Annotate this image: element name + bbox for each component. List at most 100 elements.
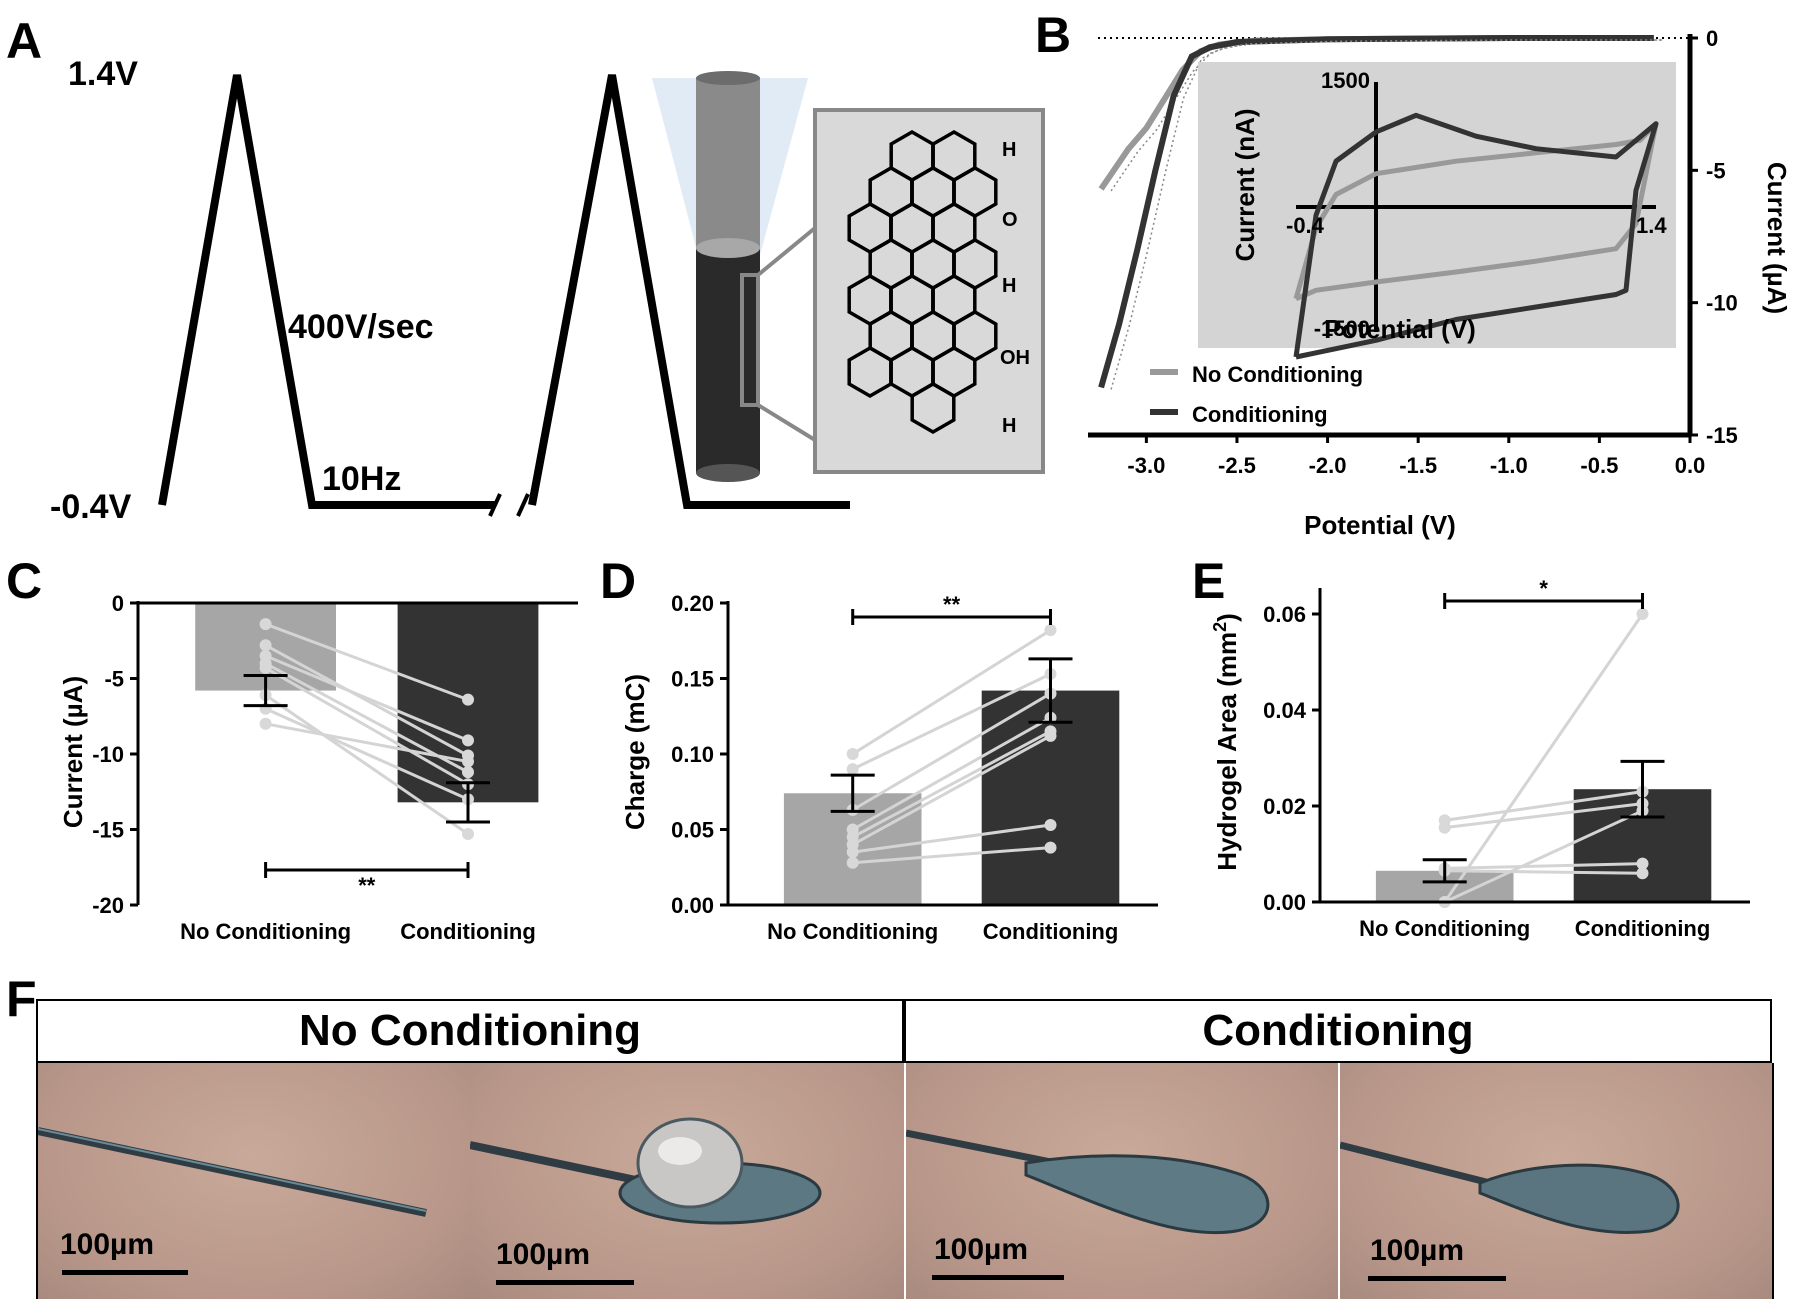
inset-y-tick-label: 1500 [1321,68,1370,93]
data-point [1636,867,1649,880]
micrograph-2 [470,1063,904,1299]
x-tick-label: -2.0 [1309,453,1347,478]
scale-label-4: 100µm [1370,1234,1465,1267]
axis-break [488,493,530,517]
x-category-label: No Conditioning [1359,916,1530,941]
data-point [1044,818,1057,831]
y-axis-label: Current (µA) [1762,162,1792,314]
panel-letter-d: D [600,553,636,609]
paired-line [851,716,1052,831]
x-category-label: Conditioning [983,919,1119,944]
y-tick-label: -10 [92,742,124,767]
chemical-structure: H O H OH H [813,108,1045,474]
y-tick-label: 0.00 [671,893,714,918]
y-tick-label: 0.04 [1263,698,1307,723]
data-point [259,717,272,730]
y-tick-label: 0.02 [1263,794,1306,819]
waveform-pulse-1 [158,74,495,509]
structure-label-h3: H [1002,415,1016,437]
paired-line [851,692,1052,812]
data-point [846,856,859,869]
paired-line [1444,790,1643,822]
data-point [1636,608,1649,620]
legend-label: No Conditioning [1192,362,1363,387]
voltage-high-label: 1.4V [68,55,138,93]
scale-label-1: 100µm [60,1228,155,1261]
data-point [846,846,859,859]
scale-bar-4 [1368,1276,1506,1281]
significance-stars: ** [358,873,376,898]
paired-line [264,666,469,786]
paired-line [1444,802,1643,830]
y-tick-label: 0 [1706,26,1718,51]
scan-rate-label: 400V/sec [288,308,434,346]
structure-label-h1: H [1002,139,1016,161]
data-point [462,766,474,779]
x-category-label: Conditioning [1575,916,1711,941]
panel-letter-b: B [1035,7,1071,63]
y-tick-label: -20 [92,893,124,918]
y-tick-label: 0.05 [671,818,714,843]
paired-line [1443,613,1644,903]
legend-label: Conditioning [1192,402,1328,427]
x-tick-label: -3.0 [1127,453,1165,478]
voltage-low-label: -0.4V [50,488,132,526]
scale-bar-1 [62,1270,188,1275]
structure-label-h2: H [1002,275,1016,297]
structure-label-o: O [1002,209,1018,231]
scale-label-3: 100µm [934,1233,1029,1266]
y-tick-label: -5 [1706,158,1726,183]
x-category-label: No Conditioning [767,919,938,944]
y-tick-label: 0.00 [1263,890,1306,915]
data-point [1636,857,1649,870]
scale-bar-2 [496,1280,634,1285]
x-category-label: No Conditioning [180,919,351,944]
paired-line [265,722,469,764]
y-tick-label: -5 [104,667,124,692]
group-title-conditioning: Conditioning [904,999,1772,1063]
y-axis-label: Charge (mC) [620,674,650,830]
y-tick-label: 0.06 [1263,602,1306,627]
inset-y-axis-label: Current (nA) [1230,108,1260,261]
hydrogel-area-bar-chart: 0.00 0.02 0.04 0.06 No Conditioning Condition… [1210,576,1750,941]
data-point [1044,729,1057,742]
micrograph-1 [36,1063,470,1299]
data-point [846,748,859,760]
y-axis-label: Current (µA) [58,676,88,828]
paired-line [851,628,1052,756]
paired-line [264,707,469,801]
waveform-pulse-2 [528,74,850,509]
group-title-no-conditioning: No Conditioning [36,999,904,1063]
data-point [259,639,272,652]
y-tick-label: 0 [112,591,124,616]
y-tick-label: 0.20 [671,591,714,616]
x-tick-label: -1.0 [1490,453,1528,478]
carbon-fiber-electrode [652,71,817,482]
y-tick-label: 0.10 [671,742,714,767]
data-point [1044,841,1057,854]
x-tick-label: 0.0 [1675,453,1706,478]
data-point [846,763,859,776]
structure-label-oh: OH [1000,347,1030,369]
inset-series-line [1293,112,1659,360]
paired-line [1444,869,1643,875]
structure-ring [910,381,956,435]
significance-stars: * [1539,576,1548,601]
paired-line [852,846,1051,865]
y-axis-label: Hydrogel Area (mm2) [1210,613,1242,871]
x-axis-label: Potential (V) [1304,510,1456,540]
micrograph-3 [906,1063,1338,1299]
panel-letter-c: C [6,553,42,609]
panel-letter-f: F [6,971,37,1027]
inset-x-tick-label: -0.4 [1286,213,1325,238]
panel-letter-e: E [1192,553,1225,609]
paired-line [851,730,1052,839]
data-point [259,661,272,674]
waveform [158,74,850,509]
series-error-band [1110,39,1664,390]
data-point [462,734,474,747]
